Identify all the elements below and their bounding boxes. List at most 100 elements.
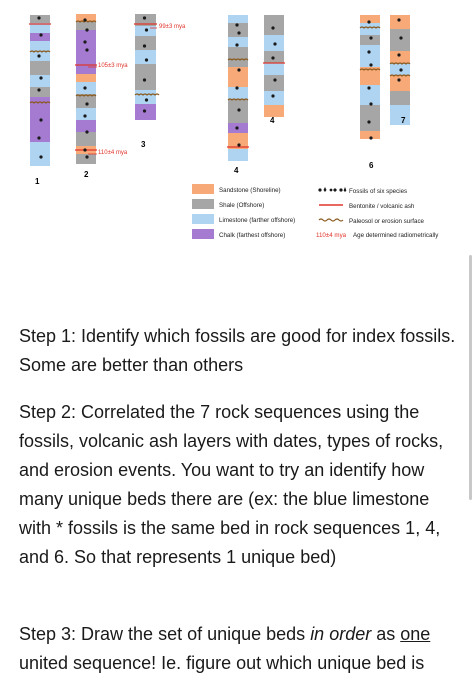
fossil-marker: [83, 114, 87, 118]
column-label-2: 2: [84, 170, 89, 179]
fossil-marker: [273, 42, 277, 46]
step-1-text: Step 1: Identify which fossils are good …: [19, 326, 456, 375]
rock-layer: [390, 91, 410, 105]
step-3-part-c: united sequence! Ie. figure out which un…: [19, 653, 425, 673]
legend-label-shale: Shale (Offshore): [219, 202, 264, 209]
rock-layer: [76, 94, 96, 108]
rock-layer: [228, 47, 248, 67]
fossil-marker: [235, 126, 239, 130]
fossil-marker: [235, 86, 239, 90]
fossil-marker: [271, 56, 275, 60]
fossil-marker: [83, 40, 87, 44]
legend: Sandstone (Shoreline) Shale (Offshore) L…: [192, 184, 439, 239]
scrollbar[interactable]: [469, 255, 472, 500]
fossil-marker: [85, 130, 89, 134]
rock-layer: [360, 15, 380, 23]
fossil-marker: [271, 94, 275, 98]
step-3-text: Step 3: Draw the set of unique beds in o…: [19, 620, 459, 678]
legend-label-sandstone: Sandstone (Shoreline): [219, 187, 281, 194]
rock-layer: [360, 85, 380, 105]
fossil-marker: [85, 155, 89, 159]
fossil-marker: [235, 43, 239, 47]
fossil-marker: [39, 76, 43, 80]
fossil-marker: [83, 86, 87, 90]
column-4a: [227, 15, 249, 161]
fossil-marker: [37, 136, 41, 140]
fossil-marker: [397, 78, 401, 82]
fossil-marker: [271, 26, 275, 30]
legend-swatch-shale: [192, 199, 214, 209]
rock-layer: [135, 36, 156, 50]
column-2: [75, 14, 97, 164]
fossil-marker: [369, 36, 373, 40]
fossil-marker: [144, 98, 149, 102]
fossil-marker: [142, 16, 147, 20]
fossil-marker: [142, 78, 147, 82]
fossil-marker: [399, 68, 403, 72]
column-label-7: 7: [401, 116, 406, 125]
fossil-marker: [144, 28, 149, 32]
column-label-3: 3: [141, 140, 146, 149]
rock-layer: [360, 23, 380, 35]
rock-layer: [76, 14, 96, 22]
fossil-marker: [142, 109, 147, 113]
erosion-surface: [134, 93, 160, 96]
rock-sequence-figure: 99±3 mya 105±3 mya 110±4 mya 1 2 3 4 4 6…: [29, 14, 439, 239]
rock-layer: [264, 105, 284, 117]
fossil-marker: [85, 28, 89, 32]
legend-swatch-limestone: [192, 214, 214, 224]
fossil-marker: [37, 54, 41, 58]
rock-layer: [76, 120, 96, 132]
erosion-surface: [29, 50, 51, 53]
fossil-marker: [237, 68, 241, 72]
rock-layer: [30, 87, 50, 97]
fossil-marker: [397, 53, 401, 57]
legend-age-text: Age determined radiometrically: [353, 232, 439, 239]
fossil-marker: [237, 143, 241, 147]
legend-label-paleosol: Paleosol or erosion surface: [349, 218, 425, 225]
rock-layer: [228, 23, 248, 37]
erosion-surface: [389, 62, 411, 65]
rock-layer: [228, 133, 248, 149]
rock-layer: [264, 15, 284, 35]
rock-layer: [76, 132, 96, 146]
rock-layer: [360, 105, 380, 131]
rock-layer: [228, 149, 248, 161]
fossil-marker: [237, 108, 241, 112]
date-label-105: 105±3 mya: [98, 63, 128, 69]
step-3-part-b: as: [371, 624, 401, 644]
step-2-text: Step 2: Correlated the 7 rock sequences …: [19, 402, 444, 567]
fossil-marker: [142, 44, 147, 48]
fossil-marker: [369, 102, 373, 106]
date-label-110: 110±4 mya: [98, 150, 128, 156]
rock-layer: [390, 29, 410, 51]
legend-label-limestone: Limestone (farther offshore): [219, 217, 295, 224]
date-label-99: 99±3 mya: [159, 24, 186, 30]
fossil-marker: [85, 48, 89, 52]
fossil-marker: [83, 18, 87, 22]
rock-layer: [76, 154, 96, 164]
step-3-emphasis: in order: [310, 624, 372, 644]
fossil-marker: [367, 20, 371, 24]
step-3-part-a: Step 3: Draw the set of unique beds: [19, 624, 311, 644]
legend-label-bentonite: Bentonite / volcanic ash: [349, 203, 415, 210]
legend-label-chalk: Chalk (farthest offshore): [219, 232, 285, 239]
fossil-marker: [37, 88, 41, 92]
rock-layer: [360, 35, 380, 45]
rock-layer: [135, 90, 156, 104]
rock-layer: [360, 67, 380, 85]
column-6: [359, 15, 381, 140]
column-label-4a: 4: [234, 166, 239, 175]
fossil-marker: [273, 78, 277, 82]
column-4b: [263, 15, 285, 117]
erosion-surface: [227, 58, 249, 61]
legend-paleosol-line: [318, 218, 344, 222]
rock-layer: [135, 50, 156, 64]
rock-layer: [76, 22, 96, 30]
rock-layer: [76, 30, 96, 74]
rock-layer: [390, 105, 410, 125]
rock-layer: [228, 37, 248, 47]
fossil-marker: [39, 155, 43, 159]
erosion-surface: [359, 68, 381, 71]
legend-label-fossils: Fossils of six species: [349, 188, 407, 195]
